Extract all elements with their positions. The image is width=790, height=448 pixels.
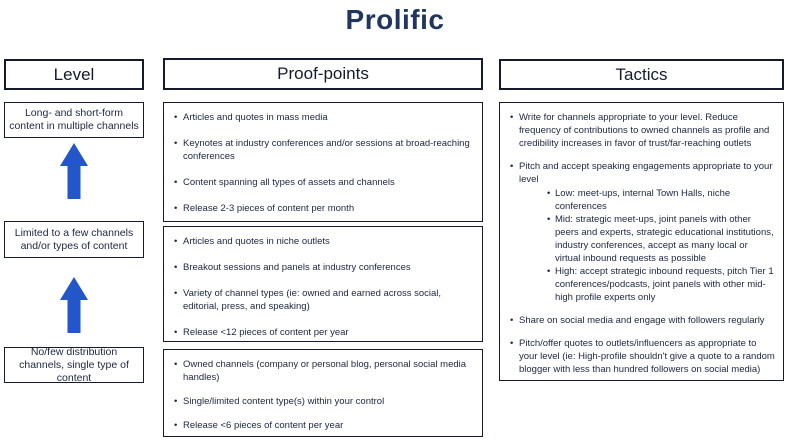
- bullet-item: Share on social media and engage with fo…: [506, 314, 775, 327]
- bullet-item-text: Pitch and accept speaking engagements ap…: [519, 161, 773, 185]
- bullet-item: Owned channels (company or personal blog…: [170, 358, 474, 384]
- bullet-item: Keynotes at industry conferences and/or …: [170, 137, 474, 163]
- column-header-tactics-label: Tactics: [615, 64, 668, 84]
- proof-points-box-mid: Articles and quotes in niche outlets Bre…: [163, 226, 483, 342]
- proof-points-box-low: Owned channels (company or personal blog…: [163, 349, 483, 437]
- sub-bullet-list: Low: meet-ups, internal Town Halls, nich…: [519, 187, 775, 304]
- page-title: Prolific: [345, 4, 445, 35]
- bullet-item: Pitch and accept speaking engagements ap…: [506, 160, 775, 304]
- level-box-low-label: No/few distribution channels, single typ…: [19, 345, 129, 384]
- column-header-proof-points: Proof-points: [163, 58, 483, 90]
- up-arrow-icon: [59, 277, 89, 333]
- bullet-item: Write for channels appropriate to your l…: [506, 111, 775, 150]
- sub-bullet-item: High: accept strategic inbound requests,…: [543, 265, 775, 304]
- column-header-level-label: Level: [53, 64, 95, 84]
- sub-bullet-item: Low: meet-ups, internal Town Halls, nich…: [543, 187, 775, 213]
- column-header-level: Level: [4, 59, 144, 90]
- bullet-item: Content spanning all types of assets and…: [170, 176, 474, 189]
- level-box-low: No/few distribution channels, single typ…: [4, 345, 144, 384]
- bullet-list: Write for channels appropriate to your l…: [500, 103, 783, 382]
- column-header-proof-points-label: Proof-points: [277, 64, 369, 83]
- bullet-item: Release 2-3 pieces of content per month: [170, 202, 474, 215]
- bullet-list: Articles and quotes in niche outlets Bre…: [164, 227, 482, 345]
- tactics-box: Write for channels appropriate to your l…: [499, 102, 784, 381]
- bullet-item: Articles and quotes in mass media: [170, 111, 474, 124]
- sub-bullet-item: Mid: strategic meet-ups, joint panels wi…: [543, 213, 775, 265]
- level-box-mid-label: Limited to a few channels and/or types o…: [14, 226, 134, 252]
- column-header-tactics: Tactics: [499, 59, 784, 90]
- bullet-item: Release <12 pieces of content per year: [170, 326, 474, 339]
- level-box-mid: Limited to a few channels and/or types o…: [4, 221, 144, 258]
- level-box-high-label: Long- and short-form content in multiple…: [9, 107, 139, 132]
- bullet-item: Release <6 pieces of content per year: [170, 419, 474, 432]
- bullet-item: Breakout sessions and panels at industry…: [170, 261, 474, 274]
- bullet-item: Single/limited content type(s) within yo…: [170, 395, 474, 408]
- up-arrow-icon: [59, 143, 89, 199]
- bullet-list: Articles and quotes in mass media Keynot…: [164, 103, 482, 221]
- proof-points-box-high: Articles and quotes in mass media Keynot…: [163, 102, 483, 222]
- bullet-item: Articles and quotes in niche outlets: [170, 235, 474, 248]
- level-box-high: Long- and short-form content in multiple…: [4, 102, 144, 138]
- bullet-item: Pitch/offer quotes to outlets/influencer…: [506, 337, 775, 376]
- bullet-list: Owned channels (company or personal blog…: [164, 350, 482, 438]
- bullet-item: Variety of channel types (ie: owned and …: [170, 287, 474, 313]
